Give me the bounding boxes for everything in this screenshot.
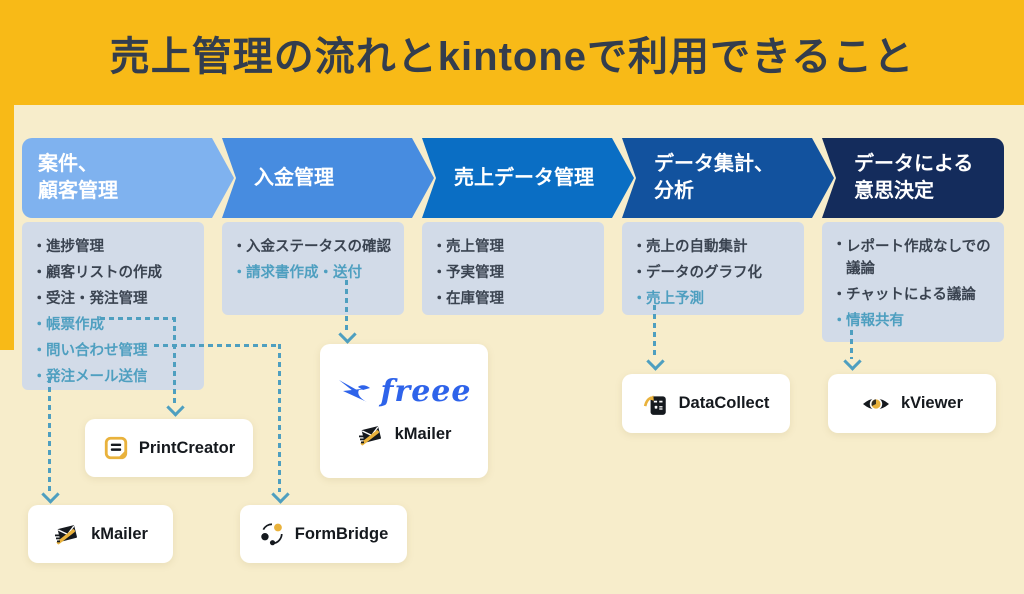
connector-forms-to-printcreator [100,317,174,320]
listbox-case-customer: ・進捗管理 ・顧客リストの作成 ・受注・発注管理 ・帳票作成 ・問い合わせ管理 … [22,222,204,390]
list-item: ・売上の自動集計 [632,234,794,260]
connector-forms-to-printcreator [173,317,176,405]
connector-forecast-to-datacollect [653,305,656,359]
form-bridge-icon [261,523,283,546]
list-item: ・予実管理 [432,260,594,286]
bullet: ・ [432,239,447,255]
listbox-decision: ・レポート作成なしでの議論 ・チャットによる議論 ・情報共有 [822,222,1004,342]
freee-logo: freee [337,374,472,409]
product-label: kMailer [394,425,452,443]
product-card-kmailer: kMailer [28,505,173,563]
kmailer-logo: kMailer [357,421,452,449]
flow-step-sales-data: 売上データ管理 [422,138,634,218]
product-card-printcreator: PrintCreator [85,419,253,477]
product-card-datacollect: DataCollect [622,374,790,433]
bullet: ・ [32,265,47,281]
product-label: FormBridge [294,524,389,543]
list-item-linked: ・発注メール送信 [32,364,194,390]
bullet: ・ [432,265,447,281]
bullet: ・ [32,239,47,255]
step-title: 売上データ管理 [454,166,594,189]
data-collect-icon [643,394,666,415]
list-item: ・チャットによる議論 [832,282,994,308]
title-band: 売上管理の流れとkintoneで利用できること [0,0,1024,105]
bullet: ・ [32,317,47,333]
kmailer-icon [55,525,77,545]
list-item: ・入金ステータスの確認 [232,234,394,260]
listbox-payment: ・入金ステータスの確認 ・請求書作成・送付 [222,222,404,315]
bullet: ・ [32,343,47,359]
bullet: ・ [632,291,647,307]
list-item: ・レポート作成なしでの議論 [832,234,994,282]
step-title: データによる 意思決定 [854,153,974,202]
listbox-sales-data: ・売上管理 ・予実管理 ・在庫管理 [422,222,604,315]
product-card-freee-kmailer: freee kMailer [320,344,488,478]
product-card-kviewer: kViewer [828,374,996,433]
product-label: PrintCreator [138,438,236,457]
list-item: ・進捗管理 [32,234,194,260]
bullet: ・ [232,265,247,281]
flow-step-payment: 入金管理 [222,138,434,218]
list-item: ・売上管理 [432,234,594,260]
connector-inquiry-to-formbridge [154,344,281,347]
list-item-linked: ・情報共有 [832,308,994,334]
bullet: ・ [432,291,447,307]
flow-step-aggregation: データ集計、 分析 [622,138,834,218]
product-card-formbridge: FormBridge [240,505,407,563]
product-label: kViewer [900,394,964,412]
step-title: 案件、 顧客管理 [38,153,118,202]
list-item: ・受注・発注管理 [32,286,194,312]
left-frame-stripe [0,105,14,350]
freee-swallow-icon [338,380,370,402]
connector-invoice-to-freee [345,280,348,332]
bullet: ・ [632,239,647,255]
list-item-linked: ・帳票作成 [32,312,194,338]
list-item-linked: ・売上予測 [632,286,794,312]
list-item-linked: ・請求書作成・送付 [232,260,394,286]
bullet: ・ [32,369,47,385]
step-title: データ集計、 分析 [654,153,774,202]
bullet: ・ [832,313,847,329]
freee-wordmark: freee [380,373,472,409]
bullet: ・ [232,239,247,255]
bullet: ・ [832,287,847,303]
product-label: DataCollect [678,394,770,412]
flow-step-case-customer: 案件、 顧客管理 [22,138,234,218]
kmailer-icon [358,425,381,445]
k-viewer-icon [862,397,889,410]
bullet: ・ [832,237,847,253]
connector-ordermail-to-kmailer [48,378,51,492]
listbox-aggregation: ・売上の自動集計 ・データのグラフ化 ・売上予測 [622,222,804,315]
product-label: kMailer [91,524,148,543]
bullet: ・ [632,265,647,281]
connector-inquiry-to-formbridge [278,344,281,492]
list-item: ・顧客リストの作成 [32,260,194,286]
list-item: ・在庫管理 [432,286,594,312]
page-title: 売上管理の流れとkintoneで利用できること [109,34,915,79]
connector-share-to-kviewer [850,330,853,359]
print-creator-icon [104,436,128,460]
flow-step-decision: データによる 意思決定 [822,138,1004,218]
step-title: 入金管理 [254,166,334,189]
list-item-linked: ・問い合わせ管理 [32,338,194,364]
bullet: ・ [32,291,47,307]
list-item: ・データのグラフ化 [632,260,794,286]
